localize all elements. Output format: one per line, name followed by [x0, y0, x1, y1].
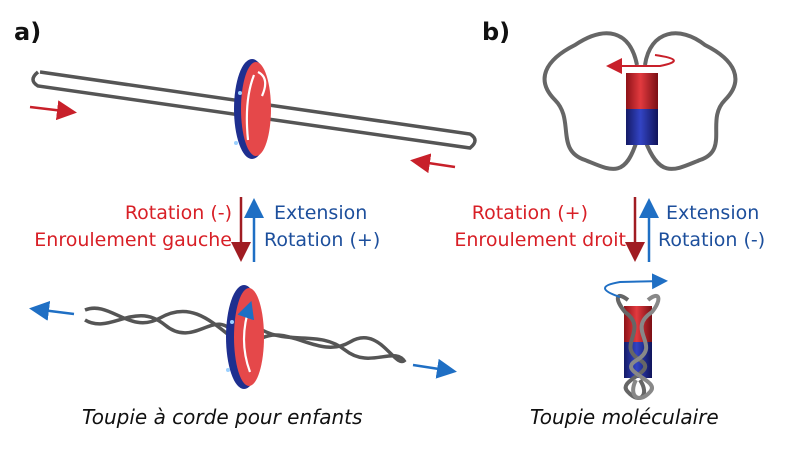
pull-arrow-right: [410, 153, 456, 174]
string-toy-twisted: [29, 285, 457, 389]
caption-a: Toupie à corde pour enfants: [82, 405, 363, 429]
panel-a-right-line2: Rotation (+): [264, 229, 381, 251]
panel-label-b: b): [482, 18, 511, 46]
panel-b-left-line1: Rotation (+): [471, 202, 588, 224]
panel-b-right-line1: Extension: [666, 202, 760, 224]
panel-a-left-text: Rotation (-) Enroulement gauche: [34, 200, 232, 254]
rotation-arrow-icon: [245, 71, 267, 141]
panel-a-right-text: Extension Rotation (+): [264, 200, 380, 254]
rotation-arrow-icon: [237, 300, 255, 373]
rotation-arrow-icon: [606, 54, 675, 74]
molecular-spinner-twisted: [604, 273, 668, 400]
panel-b-left-text: Rotation (+) Enroulement droit: [454, 200, 626, 254]
caption-b: Toupie moléculaire: [530, 405, 719, 429]
ring-blue: [626, 109, 658, 145]
panel-a-left-line2: Enroulement gauche: [34, 229, 232, 251]
molecular-spinner-untwisted: [542, 31, 738, 171]
pull-arrow-right: [412, 358, 457, 379]
pull-arrow-left: [29, 100, 77, 121]
rotation-arrow-icon: [604, 273, 668, 298]
panel-b-right-text: Extension Rotation (-): [658, 200, 765, 254]
string-toy-untwisted: [29, 59, 477, 174]
panel-b-right-line2: Rotation (-): [658, 229, 766, 251]
spinning-disc: [226, 285, 264, 389]
panel-a-right-line1: Extension: [274, 202, 368, 224]
string-loop: [31, 70, 477, 150]
panel-label-a: a): [14, 18, 42, 46]
panel-a-left-line1: Rotation (-): [124, 202, 232, 224]
panel-b-left-line2: Enroulement droit: [454, 229, 626, 251]
spinning-disc: [234, 59, 271, 159]
pull-arrow-left: [29, 300, 75, 321]
ring-red: [626, 73, 658, 109]
